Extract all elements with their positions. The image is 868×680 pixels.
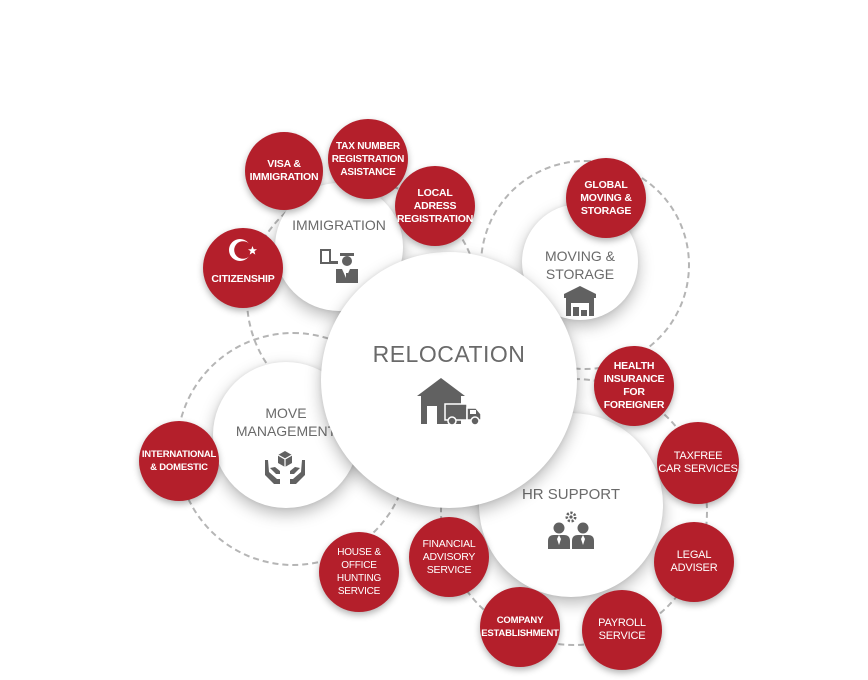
service-label: CITIZENSHIP bbox=[211, 272, 275, 285]
service-label: VISA &IMMIGRATION bbox=[249, 158, 319, 183]
hub-move-management-title-line1: MOVE bbox=[265, 405, 307, 421]
hub-moving-title-line2: STORAGE bbox=[545, 266, 615, 282]
house-truck-icon bbox=[417, 378, 482, 426]
passport-officer-icon bbox=[320, 249, 358, 283]
relocation-title: RELOCATION bbox=[372, 341, 526, 367]
hub-hr-title: HR SUPPORT bbox=[521, 486, 621, 503]
hub-moving-title-line1: MOVING & bbox=[544, 248, 615, 264]
service-visa-immigration[interactable]: VISA &IMMIGRATION bbox=[245, 132, 323, 210]
turkish-flag-icon bbox=[229, 239, 257, 261]
service-international-domestic[interactable]: INTERNATIONAL& DOMESTIC bbox=[139, 421, 219, 501]
service-citizenship[interactable]: CITIZENSHIP bbox=[203, 228, 283, 308]
service-label: INTERNATIONAL& DOMESTIC bbox=[141, 449, 217, 473]
warehouse-icon bbox=[564, 286, 596, 316]
hub-relocation[interactable]: RELOCATION bbox=[321, 252, 577, 508]
people-gear-icon bbox=[548, 511, 594, 549]
hands-box-icon bbox=[265, 451, 305, 484]
hub-immigration-title: IMMIGRATION bbox=[292, 217, 386, 233]
hub-move-management-title-line2: MANAGEMENT bbox=[235, 423, 337, 439]
hub-hr-support[interactable]: HR SUPPORT bbox=[479, 413, 663, 597]
